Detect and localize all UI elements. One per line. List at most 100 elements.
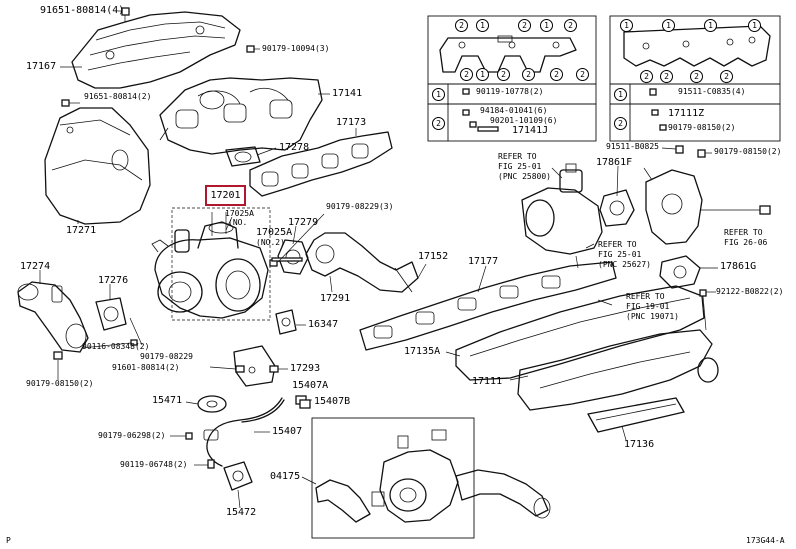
legend-right-callout-2-b: 2 — [660, 70, 673, 83]
legend-left-callout-2-f: 2 — [522, 68, 535, 81]
refer-fig-26-06[interactable]: REFER TO FIG 26-06 — [724, 228, 768, 247]
label-17271[interactable]: 17271 — [66, 225, 97, 236]
legend-right-frame — [609, 15, 781, 142]
label-90116-08348-2[interactable]: 90116-08348(2) — [82, 342, 150, 351]
legend-right-manifold-drawing — [623, 25, 771, 131]
legend-left-part-1[interactable]: 90119-10778(2) — [476, 87, 544, 96]
refer-fig-25-01-25627[interactable]: REFER TO FIG 25-01 (PNC 25627) — [598, 240, 651, 269]
legend-right-callout-2-c: 2 — [690, 70, 703, 83]
label-90119-06748-2[interactable]: 90119-06748(2) — [120, 460, 188, 469]
label-04175[interactable]: 04175 — [270, 471, 301, 482]
label-15407b[interactable]: 15407B — [314, 396, 351, 407]
exhaust-tube[interactable] — [305, 232, 419, 293]
label-17291[interactable]: 17291 — [320, 293, 351, 304]
label-17173[interactable]: 17173 — [336, 117, 367, 128]
label-90179-10094-3[interactable]: 90179-10094(3) — [262, 44, 330, 53]
turbo-assembly-inset[interactable] — [315, 429, 551, 523]
legend-right-part-2b[interactable]: 90179-08150(2) — [668, 123, 736, 132]
legend-left-frame — [427, 15, 597, 142]
legend-left-callout-1-c: 1 — [476, 68, 489, 81]
exhaust-manifold[interactable] — [159, 77, 323, 155]
label-17861g[interactable]: 17861G — [720, 261, 757, 272]
gasket-17276[interactable] — [95, 297, 127, 331]
label-90179-06298-2[interactable]: 90179-06298(2) — [98, 431, 166, 440]
legend-right-part-1[interactable]: 91511-C0835(4) — [678, 87, 746, 96]
label-17152[interactable]: 17152 — [418, 251, 449, 262]
legend-left-callout-2-h: 2 — [576, 68, 589, 81]
oil-pipe[interactable] — [203, 397, 285, 467]
label-17278[interactable]: 17278 — [279, 142, 310, 153]
label-17135a[interactable]: 17135A — [404, 346, 441, 357]
label-90179-08229[interactable]: 90179-08229 — [140, 352, 193, 361]
gasket-17278[interactable] — [225, 146, 261, 167]
legend-right-callout-1-a: 1 — [620, 19, 633, 32]
legend-right-callout-2-d: 2 — [720, 70, 733, 83]
label-91651-80814-4[interactable]: 91651-80814(4) — [40, 5, 125, 16]
heat-insulator-lower[interactable] — [44, 107, 151, 225]
label-15407[interactable]: 15407 — [272, 426, 303, 437]
intake-manifold[interactable] — [455, 285, 719, 411]
label-17136[interactable]: 17136 — [624, 439, 655, 450]
legend-left-callout-1-b: 1 — [540, 19, 553, 32]
label-bracket-note-2: (NO.2) — [256, 238, 285, 247]
label-15471[interactable]: 15471 — [152, 395, 183, 406]
label-17111[interactable]: 17111 — [472, 376, 503, 387]
legend-left-part-2a[interactable]: 94184-01041(6) — [480, 106, 548, 115]
label-90179-08150-2[interactable]: 90179-08150(2) — [26, 379, 94, 388]
label-91511-b0825[interactable]: 91511-B0825 — [606, 142, 659, 151]
gasket-16347[interactable] — [275, 309, 297, 335]
label-17141[interactable]: 17141 — [332, 88, 363, 99]
label-16347[interactable]: 16347 — [308, 319, 339, 330]
label-91601-80814-2[interactable]: 91601-80814(2) — [112, 363, 180, 372]
assembly-inset-frame — [311, 417, 475, 539]
fasteners-right — [675, 145, 707, 331]
legend-left-callout-2-g: 2 — [550, 68, 563, 81]
egr-gasket-17861F[interactable] — [599, 189, 635, 227]
refer-fig-19-01[interactable]: REFER TO FIG 19-01 (PNC 19071) — [626, 292, 679, 321]
label-17025a-no2[interactable]: 17025A — [256, 227, 293, 238]
selected-part-17201[interactable]: 17201 — [205, 185, 246, 206]
egr-valve — [521, 163, 603, 269]
legend-right-callout-1-c: 1 — [704, 19, 717, 32]
label-17293[interactable]: 17293 — [290, 363, 321, 374]
label-15407a[interactable]: 15407A — [292, 380, 329, 391]
gasket-17279[interactable] — [277, 239, 309, 275]
leader-lines — [39, 10, 718, 509]
legend-left-callout-2-e: 2 — [497, 68, 510, 81]
label-17177[interactable]: 17177 — [468, 256, 499, 267]
turbocharger[interactable] — [151, 207, 271, 321]
intake-elbow[interactable] — [17, 281, 89, 353]
corner-mark: P — [6, 536, 11, 545]
egr-cooler-pipe — [645, 169, 771, 245]
label-90179-08229-3[interactable]: 90179-08229(3) — [326, 202, 394, 211]
label-17274[interactable]: 17274 — [20, 261, 51, 272]
egr-gasket-17861G[interactable] — [659, 255, 701, 289]
intake-gasket[interactable] — [359, 261, 617, 351]
legend-left-part-2b[interactable]: 90201-10109(6) — [490, 116, 558, 125]
label-17279[interactable]: 17279 — [288, 217, 319, 228]
oil-gasket-15472[interactable] — [223, 461, 253, 491]
label-92122-b0822-2[interactable]: 92122-B0822(2) — [716, 287, 784, 296]
heat-insulator-upper[interactable] — [71, 11, 241, 89]
legend-left-callout-2-a: 2 — [455, 19, 468, 32]
legend-left-part-2c[interactable]: 17141J — [512, 125, 549, 136]
legend-right-callout-1-d: 1 — [748, 19, 761, 32]
oil-gasket-15471[interactable] — [197, 395, 227, 413]
label-17025a-no1[interactable]: 17025A — [225, 209, 254, 218]
label-17167[interactable]: 17167 — [26, 61, 57, 72]
legend-left-callout-1-a: 1 — [476, 19, 489, 32]
label-15472[interactable]: 15472 — [226, 507, 257, 518]
legend-left-manifold-drawing — [439, 35, 577, 132]
label-17276[interactable]: 17276 — [98, 275, 129, 286]
label-17861f[interactable]: 17861F — [596, 157, 633, 168]
legend-right-num-2: 2 — [614, 117, 627, 130]
label-91651-80814-2[interactable]: 91651-80814(2) — [84, 92, 152, 101]
legend-left-num-2: 2 — [432, 117, 445, 130]
legend-right-callout-1-b: 1 — [662, 19, 675, 32]
label-90179-08150-2b[interactable]: 90179-08150(2) — [714, 147, 782, 156]
manifold-gasket[interactable] — [249, 131, 393, 197]
refer-fig-25-01-25800[interactable]: REFER TO FIG 25-01 (PNC 25800) — [498, 152, 551, 181]
legend-right-part-2a[interactable]: 17111Z — [668, 108, 705, 119]
manifold-insulator[interactable] — [587, 397, 685, 433]
